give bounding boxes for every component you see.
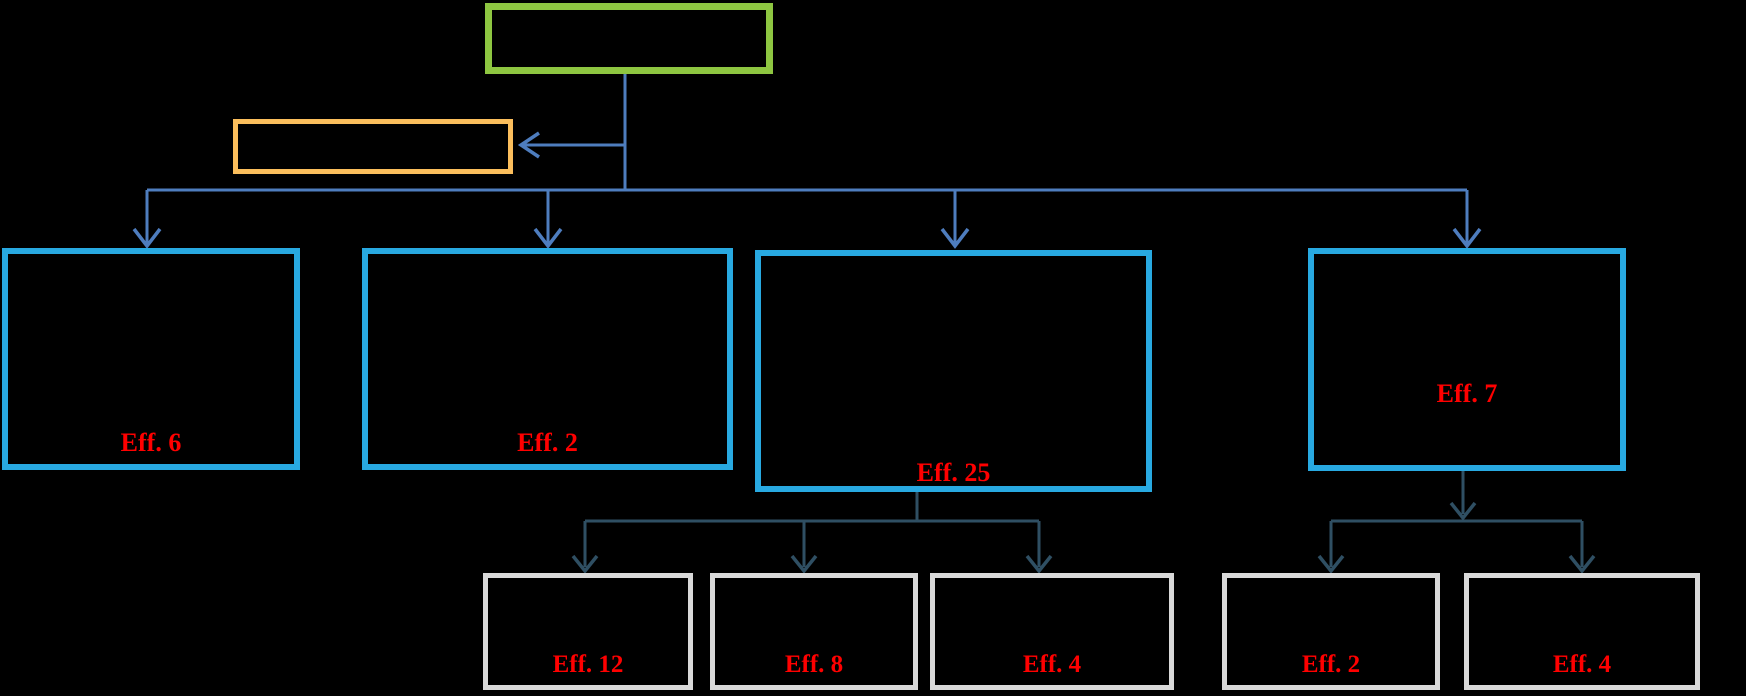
level1-drop-arrow-1 xyxy=(132,190,162,249)
root-box xyxy=(485,3,773,74)
left-drop-arrow-2 xyxy=(790,521,818,574)
branch-box-1-label: Eff. 6 xyxy=(120,427,182,457)
right-drop-arrow-2 xyxy=(1568,521,1596,574)
leaf-box-left-3-label: Eff. 4 xyxy=(1022,650,1082,678)
leaf-box-right-1-label: Eff. 2 xyxy=(1301,650,1361,678)
leaf-box-right-2: Eff. 4 xyxy=(1464,573,1700,690)
side-arrow xyxy=(517,131,625,159)
branch-box-3: Eff. 25 xyxy=(755,250,1152,492)
left-drop-arrow-3 xyxy=(1025,521,1053,574)
level1-drop-arrow-3 xyxy=(940,190,970,249)
branch-box-2: Eff. 2 xyxy=(362,248,733,470)
leaf-box-left-2: Eff. 8 xyxy=(710,573,918,690)
leaf-box-left-2-label: Eff. 8 xyxy=(784,650,844,678)
side-box xyxy=(233,119,513,174)
branch4-stem-arrow xyxy=(1449,470,1477,521)
branch-box-2-label: Eff. 2 xyxy=(517,427,578,457)
leaf-box-left-1-label: Eff. 12 xyxy=(552,650,624,678)
level1-drop-arrow-2 xyxy=(533,190,563,249)
branch-box-4: Eff. 7 xyxy=(1308,248,1626,471)
branch-box-3-label: Eff. 25 xyxy=(916,457,991,487)
level1-drop-arrow-4 xyxy=(1452,190,1482,249)
leaf-box-left-1: Eff. 12 xyxy=(483,573,693,690)
left-drop-arrow-1 xyxy=(571,521,599,574)
leaf-box-right-2-label: Eff. 4 xyxy=(1552,650,1612,678)
leaf-box-right-1: Eff. 2 xyxy=(1222,573,1440,690)
branch-box-4-label: Eff. 7 xyxy=(1436,379,1498,408)
branch-box-1: Eff. 6 xyxy=(2,248,300,470)
right-drop-arrow-1 xyxy=(1317,521,1345,574)
leaf-box-left-3: Eff. 4 xyxy=(930,573,1174,690)
